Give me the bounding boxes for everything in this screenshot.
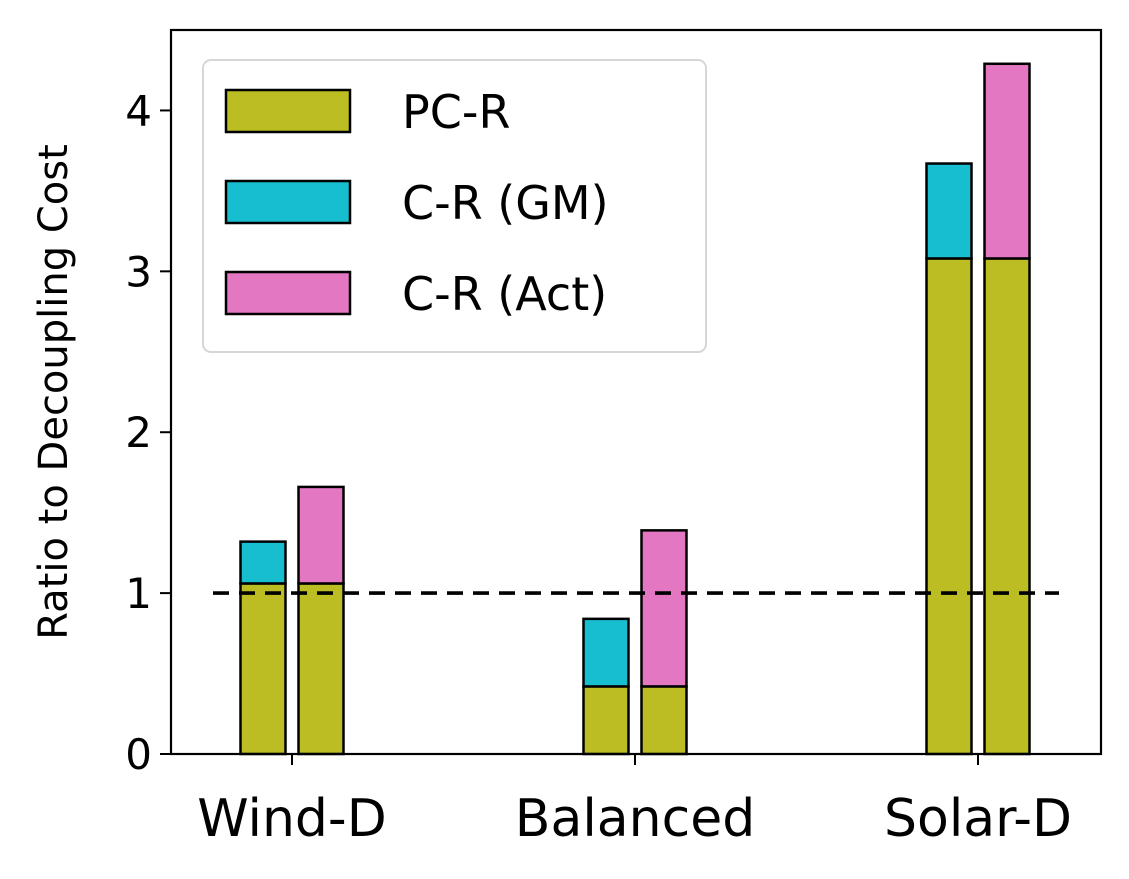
bar-base-wind-d-1 [239,582,287,756]
y-tick-label: 4 [125,86,152,135]
x-tick-label: Wind-D [197,789,387,849]
legend-swatch-3 [224,270,352,316]
legend-label-3: C-R (Act) [402,267,607,321]
y-tick-label: 3 [125,247,152,296]
bar-base-wind-d-2 [297,582,345,756]
legend-swatch-2 [224,179,352,225]
bar-top-wind-d-2 [297,485,345,585]
legend: PC-R C-R (GM) C-R (Act) [202,59,707,353]
bar-top-balanced-1 [582,617,630,688]
x-tick-label: Balanced [515,789,755,849]
bar-top-balanced-2 [640,529,688,688]
legend-label-2: C-R (GM) [402,176,609,230]
bar-base-balanced-2 [640,685,688,756]
bar-top-wind-d-1 [239,540,287,585]
bar-base-solar-d-2 [983,257,1031,756]
y-tick-label: 1 [125,569,152,618]
bar-base-balanced-1 [582,685,630,756]
x-axis: Wind-D Balanced Solar-D [197,754,1072,849]
bar-top-solar-d-1 [925,162,973,260]
y-tick-label: 2 [125,408,152,457]
bar-top-solar-d-2 [983,62,1031,260]
legend-swatch-1 [224,88,352,134]
y-tick-label: 0 [125,730,152,779]
y-axis-label: Ratio to Decoupling Cost [31,144,77,640]
bar-base-solar-d-1 [925,257,973,756]
legend-label-1: PC-R [402,85,510,139]
y-axis: 0 1 2 3 4 [125,86,171,779]
x-tick-label: Solar-D [884,789,1072,849]
